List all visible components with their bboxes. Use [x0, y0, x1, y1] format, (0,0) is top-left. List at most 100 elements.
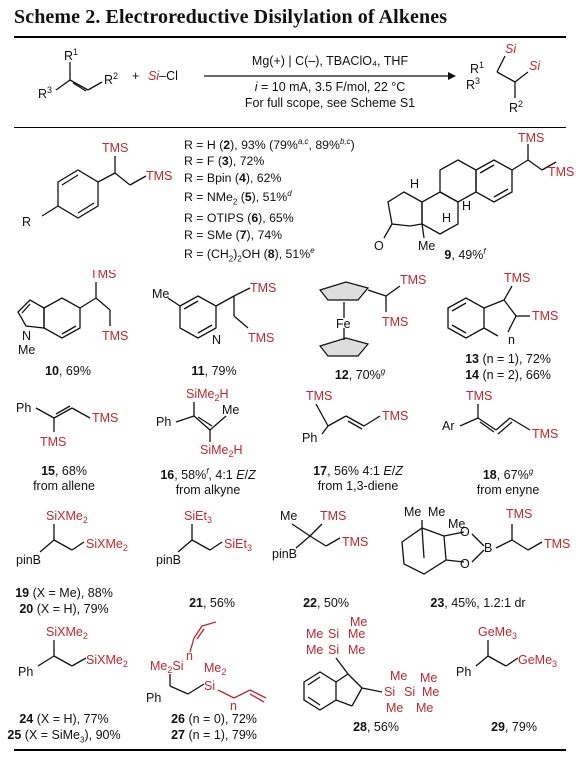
svg-text:Me: Me — [18, 343, 35, 357]
svg-text:SiXMe2: SiXMe2 — [46, 625, 88, 641]
svg-text:TMS: TMS — [506, 507, 532, 521]
svg-text:Si: Si — [529, 59, 541, 73]
svg-text:TMS: TMS — [92, 411, 118, 425]
svg-text:Me: Me — [416, 701, 433, 715]
svg-text:Me: Me — [428, 505, 445, 519]
svg-text:R1: R1 — [64, 47, 78, 63]
svg-text:Me: Me — [350, 616, 367, 629]
r-series-item: R = F (3), 72% — [184, 154, 265, 169]
indole-structure: TMS TMS N Me — [17, 270, 128, 357]
svg-text:Si: Si — [505, 42, 517, 56]
r-series-item: R = SMe (7), 74% — [184, 227, 283, 242]
svg-text:pinB: pinB — [16, 553, 41, 567]
svg-text:R: R — [22, 215, 31, 229]
label-11: 11, 79% — [191, 364, 237, 378]
svg-text:SiXMe2: SiXMe2 — [86, 537, 128, 553]
svg-text:TMS: TMS — [342, 535, 368, 549]
svg-text:Ph: Ph — [18, 665, 33, 679]
svg-text:TMS: TMS — [90, 270, 116, 281]
svg-text:Fe: Fe — [336, 317, 351, 331]
svg-text:Me: Me — [306, 627, 323, 641]
svg-text:TMS: TMS — [532, 309, 558, 323]
svg-text:SiXMe2: SiXMe2 — [46, 509, 88, 525]
svg-text:SiMe2H: SiMe2H — [200, 443, 243, 459]
boryl-structure-19: SiXMe2 pinB SiXMe2 — [16, 509, 128, 567]
svg-text:Me: Me — [306, 643, 323, 657]
conditions-line-1: Mg(+) | C(–), TBAClO₄, THF — [251, 54, 409, 68]
label-13: 13 (n = 1), 72% — [465, 352, 551, 366]
label-19: 19 (X = Me), 88% — [15, 586, 113, 600]
svg-text:TMS: TMS — [102, 141, 128, 155]
svg-text:TMS: TMS — [146, 169, 172, 183]
label-28: 28, 56% — [353, 720, 399, 734]
svg-text:Me: Me — [404, 505, 421, 519]
svg-text:n: n — [230, 699, 237, 712]
svg-text:Me: Me — [422, 685, 439, 699]
svg-text:O: O — [460, 525, 470, 539]
label-29: 29, 79% — [491, 720, 537, 734]
svg-text:O: O — [374, 239, 384, 253]
svg-text:n: n — [186, 649, 193, 663]
label-14: 14 (n = 2), 66% — [465, 368, 551, 382]
svg-text:TMS: TMS — [532, 427, 558, 441]
svg-text:GeMe3: GeMe3 — [518, 653, 557, 669]
label-23: 23, 45%, 1.2:1 dr — [430, 596, 526, 610]
svg-text:R2: R2 — [509, 99, 523, 115]
svg-text:TMS: TMS — [382, 315, 408, 329]
svg-text:R3: R3 — [38, 85, 52, 101]
svg-text:H: H — [410, 177, 419, 191]
pinanediol-structure-23: Me Me O O B Me TMS TMS — [401, 505, 570, 575]
svg-text:Ph: Ph — [146, 691, 161, 705]
svg-text:H: H — [442, 211, 451, 225]
label-15: 15, 68%from allene — [33, 464, 95, 493]
conditions-line-2: i = 10 mA, 3.5 F/mol, 22 °C — [254, 80, 406, 94]
r-series-item: R = (CH2)2OH (8), 51%e — [184, 245, 315, 264]
svg-text:Ph: Ph — [302, 431, 317, 445]
svg-text:Si: Si — [204, 679, 215, 693]
svg-text:SiEt3: SiEt3 — [184, 509, 212, 525]
svg-text:N: N — [212, 333, 221, 347]
allene-structure-18: TMS Ar TMS — [442, 389, 558, 441]
disilanyl-indane-structure-28: Me Me Si Me Me Si Me Si Me Me Si Me Me M… — [303, 616, 439, 715]
svg-text:Si: Si — [384, 685, 395, 699]
svg-text:N: N — [22, 329, 31, 343]
svg-text:TMS: TMS — [248, 331, 274, 345]
svg-text:R2: R2 — [104, 71, 118, 87]
label-25: 25 (X = SiMe3), 90% — [7, 728, 121, 745]
svg-text:SiXMe2: SiXMe2 — [86, 653, 128, 669]
phenyl-structure-24: SiXMe2 Ph SiXMe2 — [18, 625, 128, 679]
svg-text:Me: Me — [390, 669, 407, 683]
label-24: 24 (X = H), 77% — [19, 712, 109, 726]
allyl-structure-17: TMS Ph TMS — [302, 389, 408, 445]
svg-text:TMS: TMS — [548, 165, 574, 179]
svg-text:Me: Me — [448, 517, 465, 531]
svg-text:Ph: Ph — [156, 415, 171, 429]
svg-text:TMS: TMS — [382, 409, 408, 423]
svg-text:Si: Si — [404, 685, 415, 699]
indane-structure: TMS TMS n — [447, 271, 558, 347]
svg-text:Me2: Me2 — [204, 661, 226, 677]
reaction-scheme: R1 R3 R2 + Si–Cl R1 R3 Si Si R2 — [38, 42, 541, 115]
estrone-structure: TMS TMS H H H O Me — [374, 131, 574, 253]
svg-text:Me: Me — [386, 701, 403, 715]
svg-text:Me: Me — [348, 643, 365, 657]
header-rule — [14, 127, 566, 128]
svg-text:TMS: TMS — [320, 509, 346, 523]
svg-text:SiMe2H: SiMe2H — [186, 387, 229, 403]
svg-text:H: H — [462, 199, 471, 213]
boryl-structure-22: Me TMS pinB TMS — [272, 509, 368, 561]
svg-text:O: O — [460, 557, 470, 571]
aryl-structure: TMS TMS R — [22, 141, 172, 229]
r-series-list: R = H (2), 93% (79%a,c, 89%b,c) R = F (3… — [184, 134, 355, 268]
svg-text:GeMe3: GeMe3 — [478, 625, 517, 641]
svg-text:R3: R3 — [466, 76, 480, 92]
svg-text:Ar: Ar — [442, 419, 455, 433]
r-series-item: R = Bpin (4), 62% — [184, 170, 282, 185]
allyl-structure-15: Ph TMS TMS — [16, 401, 118, 449]
vinyl-structure-16: SiMe2H Ph Me SiMe2H — [156, 387, 243, 459]
svg-text:Me2Si: Me2Si — [150, 659, 184, 675]
silyl-chloride: Si–Cl — [148, 69, 178, 83]
svg-text:TMS: TMS — [306, 389, 332, 403]
